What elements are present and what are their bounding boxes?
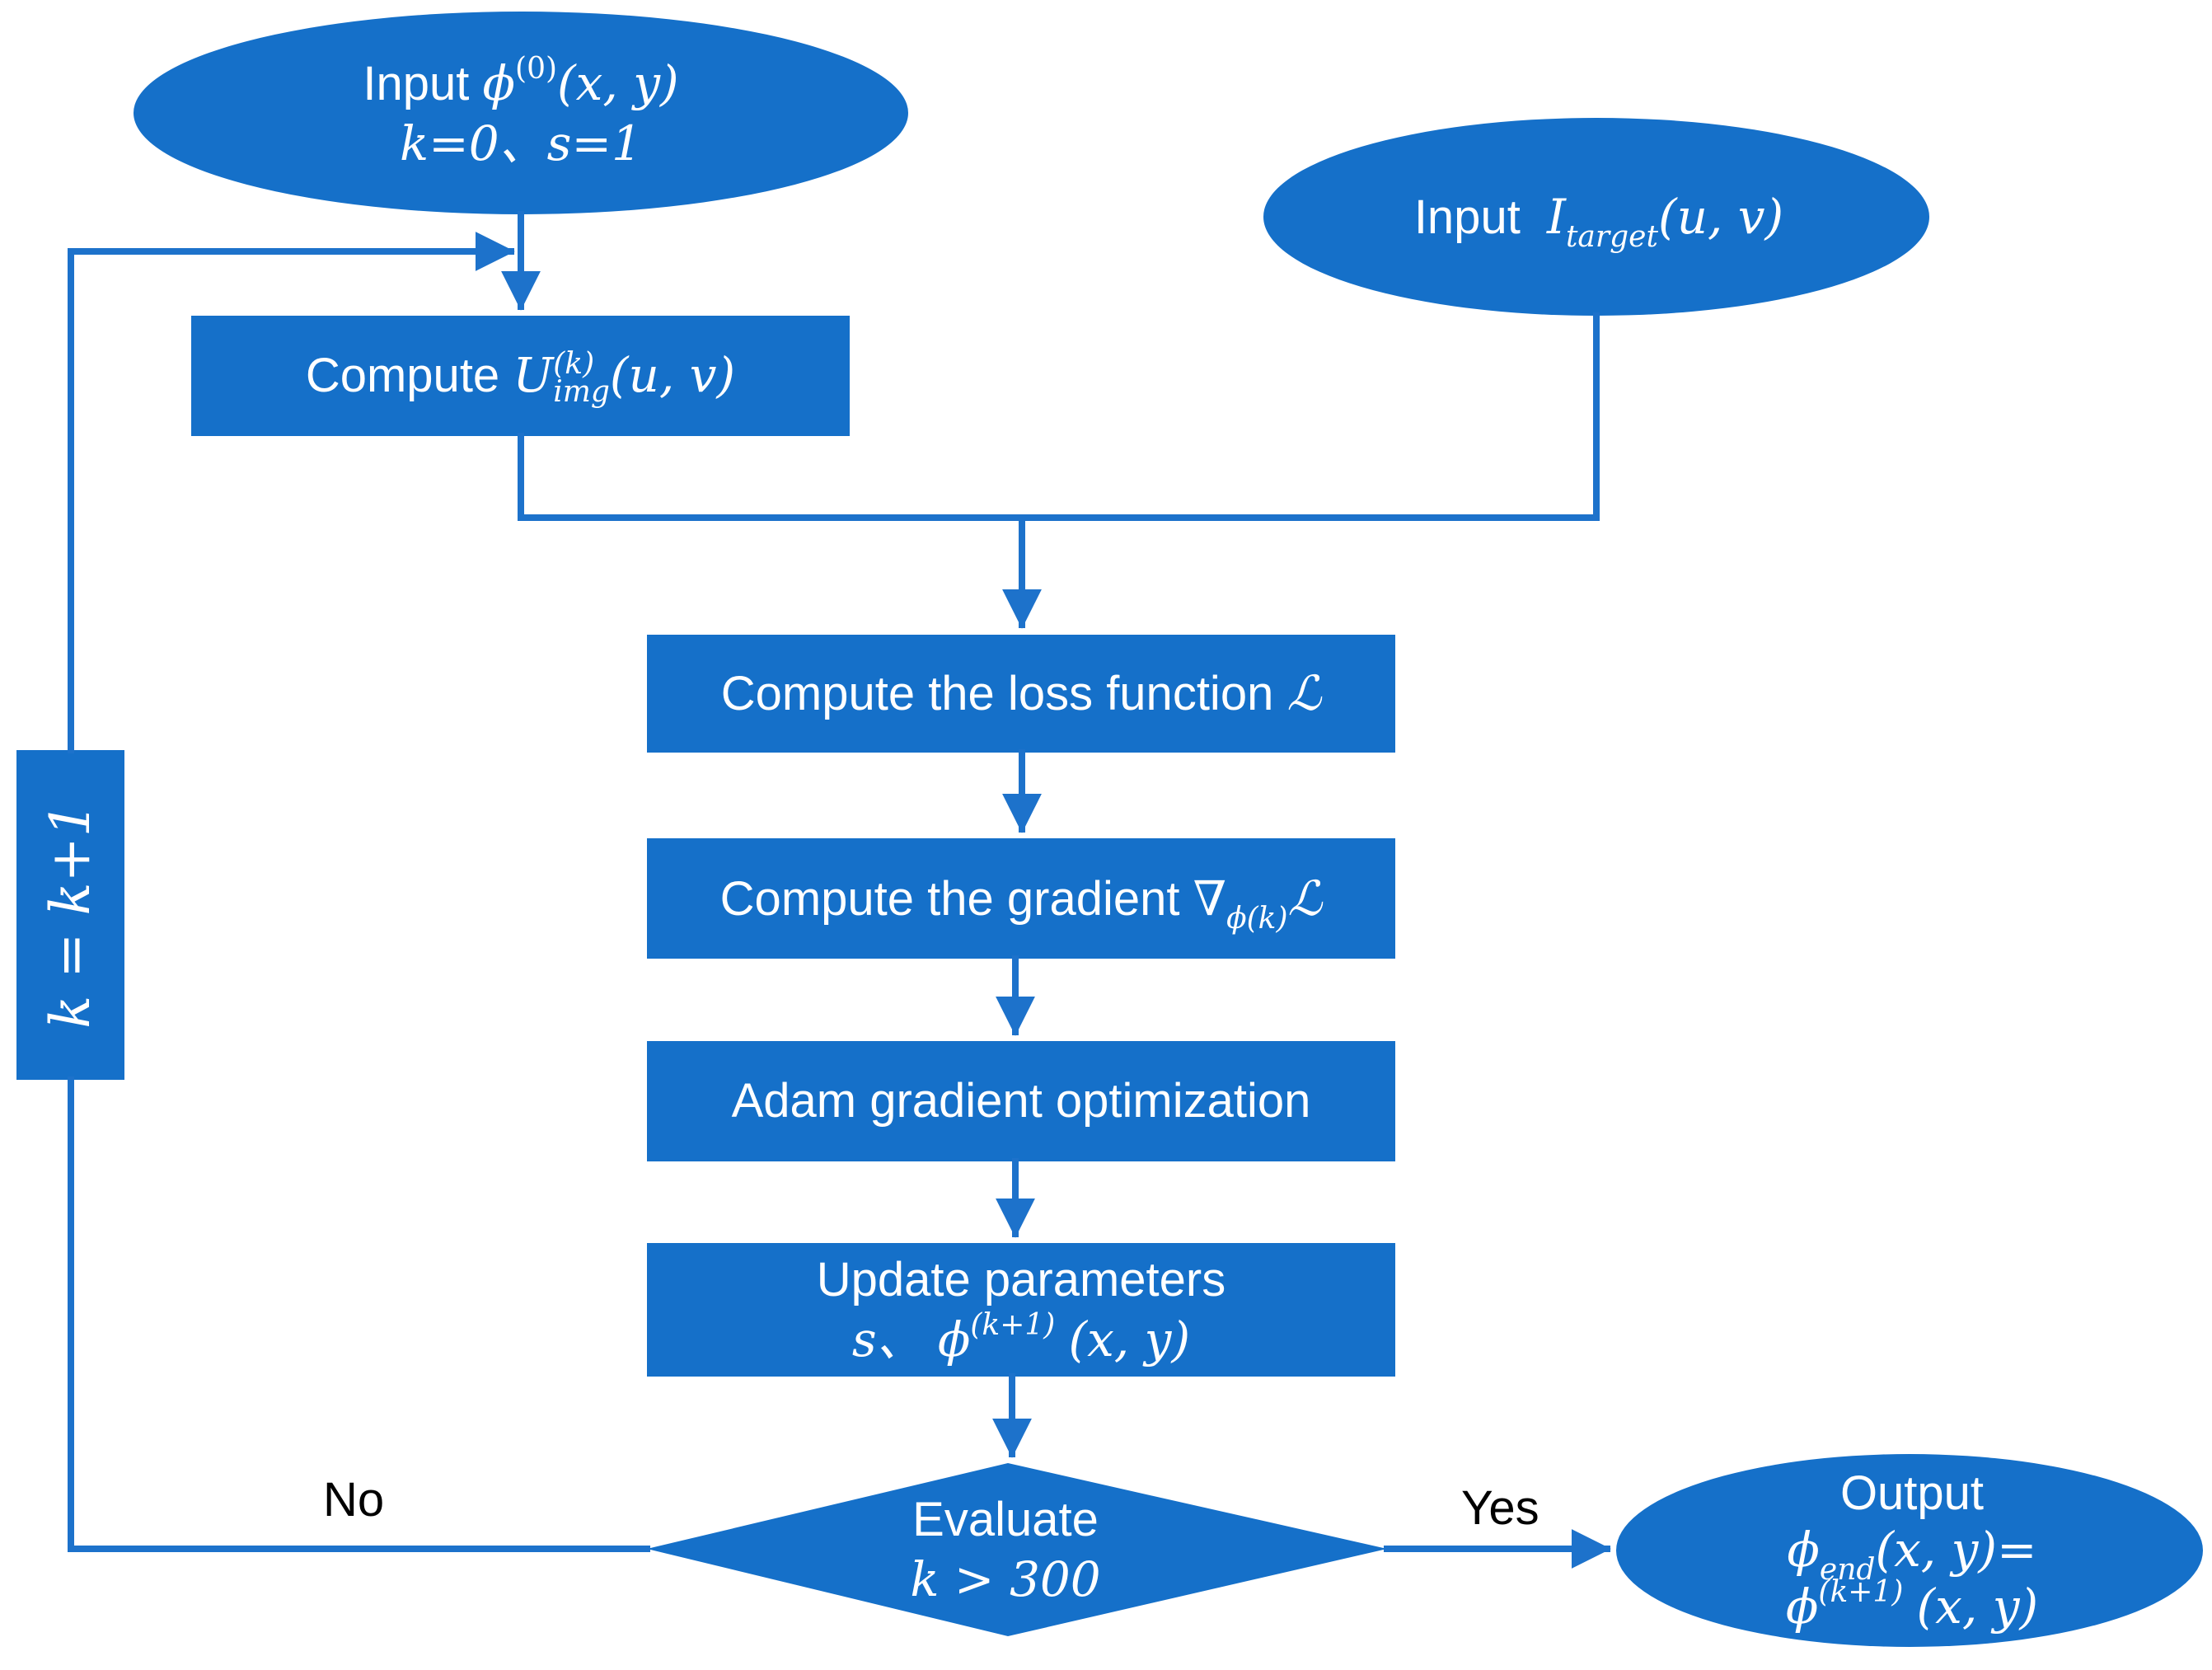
adam-box <box>647 1041 1395 1161</box>
gradient-box <box>647 838 1395 959</box>
input-phi-ellipse <box>134 12 908 214</box>
evaluate-label: Evaluate k > 300 <box>910 1493 1101 1607</box>
output-ellipse <box>1616 1454 2203 1647</box>
increment-box <box>16 750 124 1080</box>
adam-label: Adam gradient optimization <box>731 1074 1311 1128</box>
update-box <box>647 1243 1395 1377</box>
edge-no-loop-lower <box>68 1077 650 1552</box>
loss-label: Compute the loss function ℒ <box>720 665 1322 721</box>
loss-box <box>647 635 1395 753</box>
edge-label-yes: Yes <box>1461 1481 1539 1535</box>
evaluate-diamond <box>647 1463 1387 1636</box>
edge-no-loop-upper <box>68 232 515 753</box>
increment-label: k = k+1 <box>39 801 103 1029</box>
input-phi-label: Input ϕ(0)(x, y) k=0、s=1 <box>363 51 679 171</box>
output-label: Output ϕend(x, y)= ϕ(k+1) (x, y) <box>1785 1466 2039 1635</box>
gradient-label: Compute the gradient ∇ϕ(k)ℒ <box>719 870 1323 936</box>
input-target-ellipse <box>1263 118 1929 316</box>
compute-u-label: Compute U(k)img(u, v) <box>305 346 736 410</box>
update-label: Update parameters s、 ϕ(k+1) (x, y) <box>816 1252 1226 1367</box>
edge-label-no: No <box>323 1473 385 1527</box>
compute-u-box <box>191 316 850 436</box>
input-target-label: Input Itarget(u, v) <box>1413 188 1784 254</box>
